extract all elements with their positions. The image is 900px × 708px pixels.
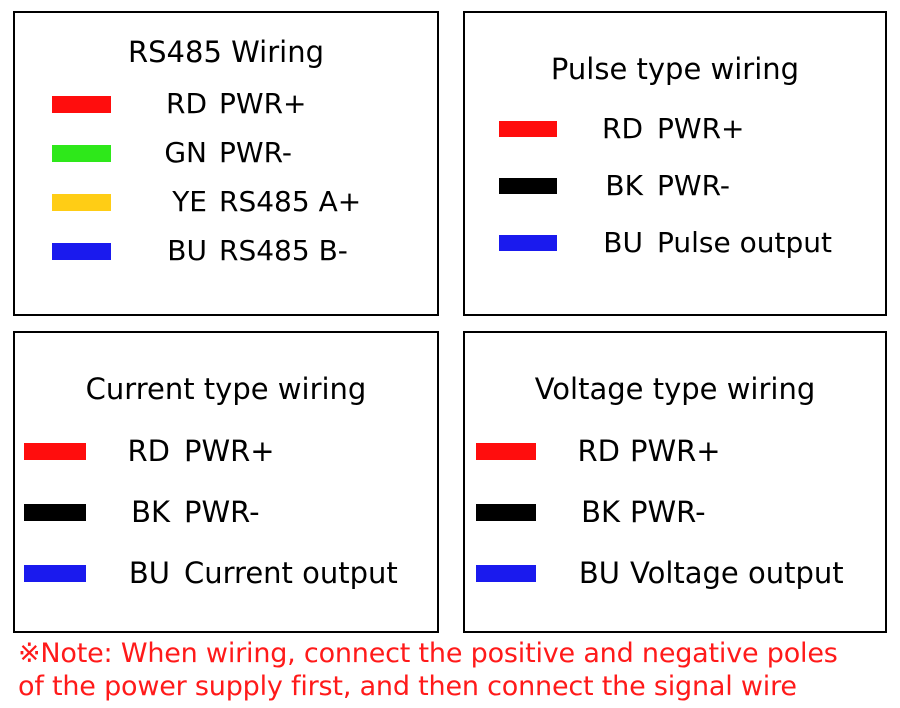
wire-list-current: RD PWR+ BK PWR- BU Current output bbox=[15, 437, 437, 588]
wire-function-label: RS485 B- bbox=[219, 234, 348, 267]
wire-code-label: BU bbox=[603, 226, 643, 259]
wire-function-label: PWR+ bbox=[630, 434, 721, 468]
wiring-note-line-1: ※Note: When wiring, connect the positive… bbox=[18, 638, 838, 669]
wire-row: YE RS485 A+ bbox=[52, 188, 437, 216]
wire-function-label: PWR+ bbox=[657, 112, 745, 145]
panel-rs485-wiring: RS485 Wiring RD PWR+ GN PWR- YE RS485 A+… bbox=[13, 11, 439, 316]
wire-row: BU RS485 B- bbox=[52, 237, 437, 265]
wire-function-label: PWR- bbox=[630, 495, 706, 529]
wire-code-label: BK bbox=[581, 495, 620, 529]
panel-title-current: Current type wiring bbox=[85, 372, 367, 406]
wire-row: BU Voltage output bbox=[476, 559, 885, 588]
wire-function-label: PWR+ bbox=[184, 434, 275, 468]
wire-code-label: RD bbox=[127, 434, 170, 468]
wire-color-swatch-black bbox=[499, 178, 557, 194]
wire-function-label: Pulse output bbox=[657, 226, 832, 259]
wire-function-label: RS485 A+ bbox=[219, 185, 362, 218]
wire-color-swatch-blue bbox=[476, 565, 536, 582]
wire-color-swatch-blue bbox=[24, 565, 86, 582]
wire-color-swatch-black bbox=[476, 504, 536, 521]
wire-color-swatch-red bbox=[52, 95, 111, 113]
wire-code-label: YE bbox=[172, 185, 207, 218]
wire-function-label: PWR- bbox=[184, 495, 260, 529]
wire-function-label: PWR- bbox=[219, 136, 292, 169]
wire-function-label: PWR- bbox=[657, 169, 730, 202]
wire-list-voltage: RD PWR+ BK PWR- BU Voltage output bbox=[465, 437, 885, 588]
wire-code-label: GN bbox=[164, 136, 207, 169]
wire-color-swatch-red bbox=[24, 443, 86, 460]
wire-row: BK PWR- bbox=[499, 172, 885, 200]
panel-title-voltage: Voltage type wiring bbox=[534, 372, 816, 406]
panel-pulse-type-wiring: Pulse type wiring RD PWR+ BK PWR- BU Pul… bbox=[463, 11, 887, 316]
wire-color-swatch-red bbox=[476, 443, 536, 460]
wire-code-label: BK bbox=[131, 495, 170, 529]
wire-code-label: BU bbox=[167, 234, 207, 267]
wire-color-swatch-green bbox=[52, 144, 111, 162]
wiring-note-line-2: of the power supply first, and then conn… bbox=[18, 671, 797, 702]
wire-color-swatch-black bbox=[24, 504, 86, 521]
wire-function-label: Current output bbox=[184, 556, 398, 590]
wire-color-swatch-yellow bbox=[52, 193, 111, 211]
wiring-note: ※Note: When wiring, connect the positive… bbox=[18, 637, 888, 703]
wire-code-label: BK bbox=[605, 169, 643, 202]
wire-row: BU Current output bbox=[24, 559, 437, 588]
wire-code-label: BU bbox=[578, 556, 620, 590]
wire-row: GN PWR- bbox=[52, 139, 437, 167]
wire-color-swatch-red bbox=[499, 121, 557, 137]
wire-color-swatch-blue bbox=[499, 235, 557, 251]
wire-function-label: Voltage output bbox=[630, 556, 844, 590]
wire-code-label: RD bbox=[601, 112, 643, 145]
wire-code-label: BU bbox=[128, 556, 170, 590]
panel-voltage-type-wiring: Voltage type wiring RD PWR+ BK PWR- BU V… bbox=[463, 331, 887, 633]
panel-title-rs485: RS485 Wiring bbox=[128, 35, 324, 69]
wire-code-label: RD bbox=[577, 434, 620, 468]
wire-row: RD PWR+ bbox=[24, 437, 437, 466]
wire-row: RD PWR+ bbox=[499, 115, 885, 143]
panel-current-type-wiring: Current type wiring RD PWR+ BK PWR- BU C… bbox=[13, 331, 439, 633]
wire-color-swatch-blue bbox=[52, 242, 111, 260]
wire-row: BK PWR- bbox=[476, 498, 885, 527]
wire-row: RD PWR+ bbox=[476, 437, 885, 466]
wire-row: RD PWR+ bbox=[52, 90, 437, 118]
wire-row: BU Pulse output bbox=[499, 229, 885, 257]
wire-function-label: PWR+ bbox=[219, 87, 307, 120]
wire-list-pulse: RD PWR+ BK PWR- BU Pulse output bbox=[465, 115, 885, 257]
wire-list-rs485: RD PWR+ GN PWR- YE RS485 A+ BU RS485 B- bbox=[15, 90, 437, 265]
wire-row: BK PWR- bbox=[24, 498, 437, 527]
wire-code-label: RD bbox=[165, 87, 207, 120]
panel-title-pulse: Pulse type wiring bbox=[550, 52, 800, 86]
